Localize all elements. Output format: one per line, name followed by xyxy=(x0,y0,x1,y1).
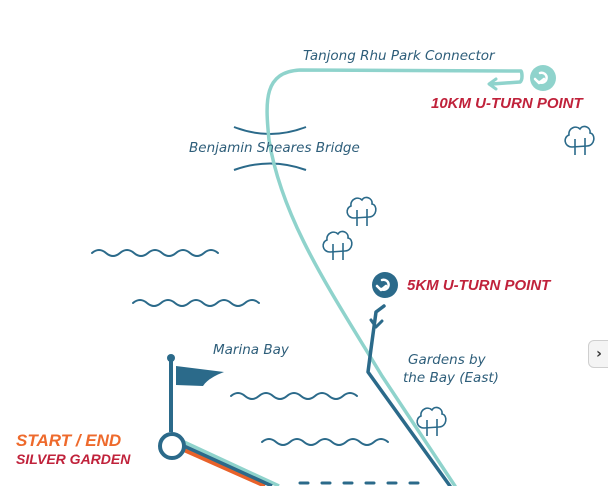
start-end-marker xyxy=(158,432,186,460)
route-10k-line xyxy=(265,68,524,486)
uturn-10k-label: 10KM U-TURN POINT xyxy=(431,95,585,112)
gardens-label-line1: Gardens by xyxy=(408,352,487,368)
uturn-5k-label: 5KM U-TURN POINT xyxy=(407,277,552,294)
next-slide-button[interactable]: › xyxy=(588,340,608,368)
wave-icon xyxy=(261,438,389,446)
chevron-right-icon: › xyxy=(596,346,602,362)
start-path-orange xyxy=(183,448,266,486)
tree-icon xyxy=(346,196,377,227)
tree-icon xyxy=(322,230,353,261)
uturn-icon xyxy=(530,65,556,91)
gardens-label-line2: the Bay (East) xyxy=(403,370,499,386)
silver-garden-label: SILVER GARDEN xyxy=(16,451,131,467)
arrow-icon xyxy=(487,77,498,91)
arrow-icon xyxy=(369,318,384,329)
uturn-icon xyxy=(372,272,398,298)
wave-icon xyxy=(230,392,358,400)
marina-bay-label: Marina Bay xyxy=(213,342,290,358)
flag-icon xyxy=(167,354,224,432)
start-path-teal xyxy=(183,440,280,486)
park-connector-label: Tanjong Rhu Park Connector xyxy=(303,48,496,64)
wave-icon xyxy=(132,299,260,307)
tree-icon xyxy=(416,406,447,437)
bridge-label: Benjamin Sheares Bridge xyxy=(189,140,360,156)
wave-icon xyxy=(91,249,219,257)
bridge-arc-bottom xyxy=(233,162,307,171)
tree-icon xyxy=(564,125,595,156)
start-path-blue xyxy=(183,444,273,486)
route-5k-line xyxy=(366,304,452,486)
start-end-label: START / END xyxy=(16,431,121,450)
